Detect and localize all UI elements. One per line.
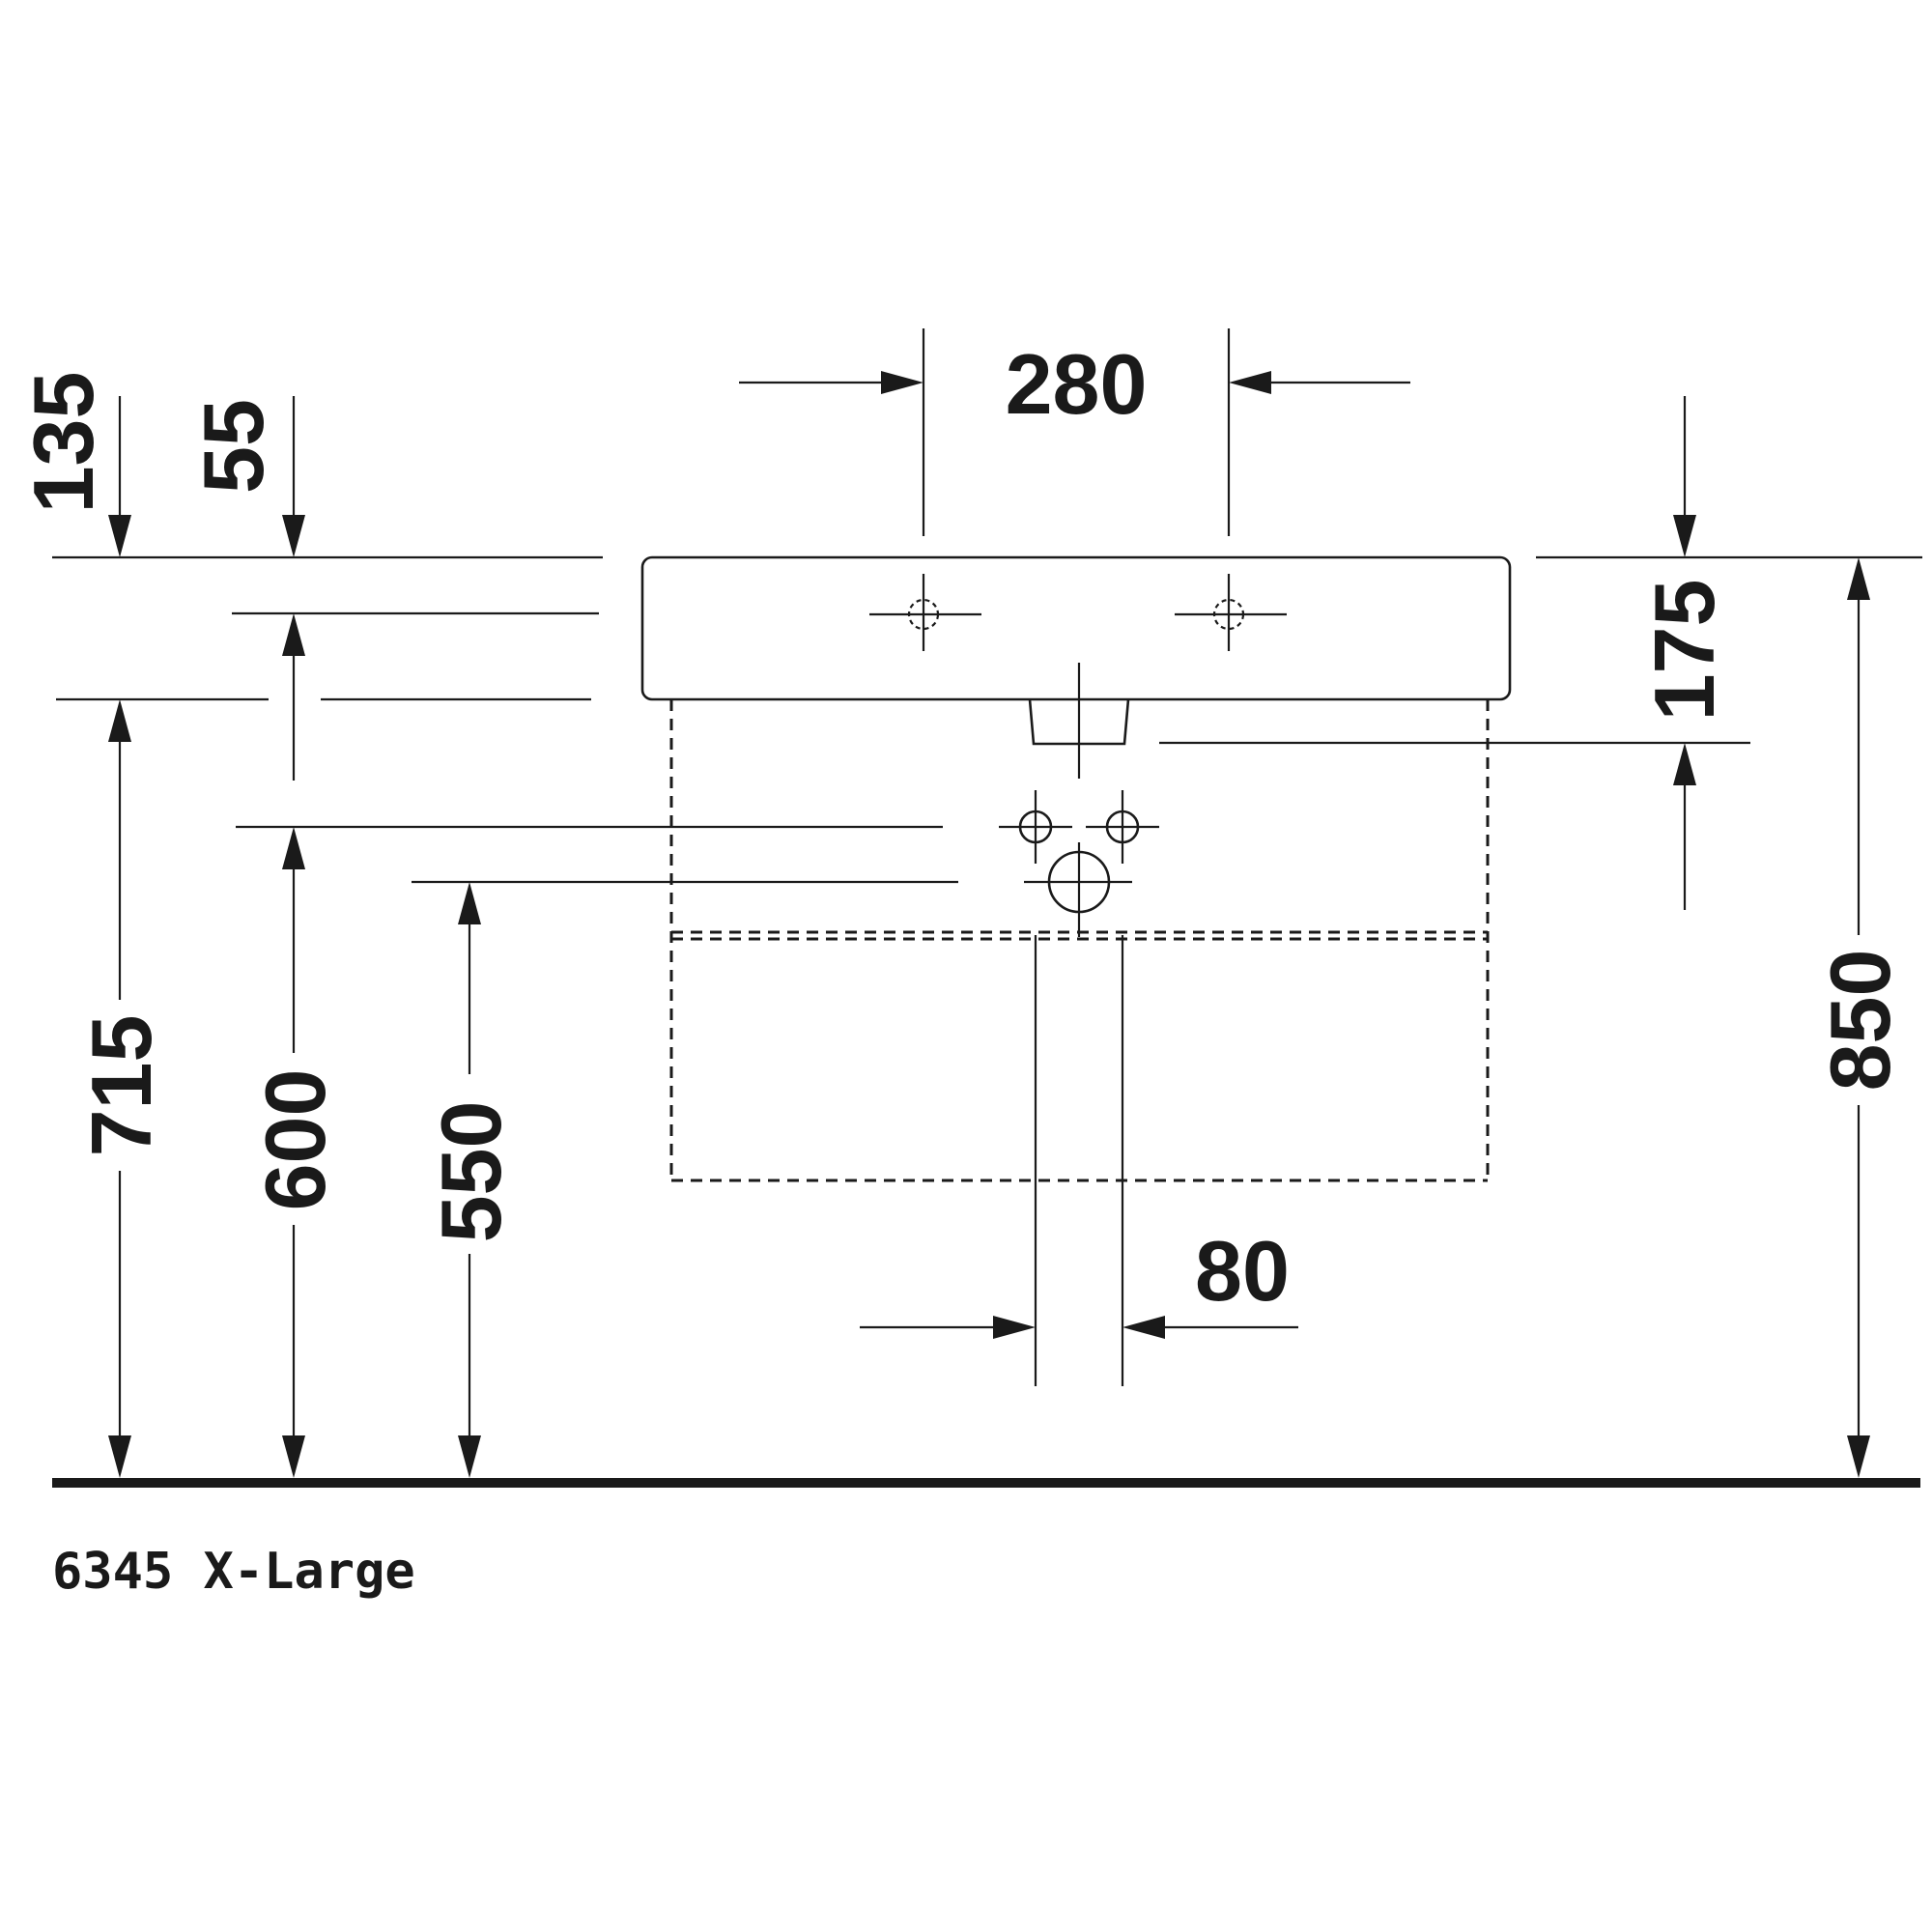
drain-outlet bbox=[1028, 663, 1130, 779]
dimension-175: 175 bbox=[1636, 396, 1732, 910]
model-caption: 6345 X-Large bbox=[52, 1543, 415, 1601]
dimension-280: 280 bbox=[739, 336, 1410, 432]
basin-outline bbox=[640, 555, 1512, 701]
dimension-135: 135 bbox=[15, 372, 131, 557]
cabinet-outline bbox=[669, 699, 1490, 1182]
dimension-label-280: 280 bbox=[1006, 336, 1148, 432]
dimension-label-550: 550 bbox=[423, 1101, 519, 1243]
dimension-label-600: 600 bbox=[247, 1069, 343, 1211]
extension-lines bbox=[52, 328, 1922, 1386]
dimension-80: 80 bbox=[860, 1223, 1298, 1339]
dimension-label-850: 850 bbox=[1812, 950, 1908, 1092]
tap-hole-left bbox=[869, 574, 981, 651]
dimension-label-175: 175 bbox=[1636, 580, 1732, 722]
dimension-label-135: 135 bbox=[15, 372, 111, 514]
waste-connection bbox=[1024, 842, 1132, 937]
dimension-715: 715 bbox=[73, 699, 169, 1478]
dimension-600: 600 bbox=[247, 827, 343, 1478]
dimension-label-715: 715 bbox=[73, 1015, 169, 1157]
dimension-55: 55 bbox=[185, 396, 305, 781]
tap-hole-right bbox=[1175, 574, 1287, 651]
dimension-850: 850 bbox=[1812, 557, 1908, 1478]
supply-connection-left bbox=[999, 790, 1072, 864]
dimension-550: 550 bbox=[423, 882, 519, 1478]
dimension-label-80: 80 bbox=[1195, 1223, 1290, 1319]
dimension-label-55: 55 bbox=[185, 399, 281, 494]
supply-connection-right bbox=[1086, 790, 1159, 864]
